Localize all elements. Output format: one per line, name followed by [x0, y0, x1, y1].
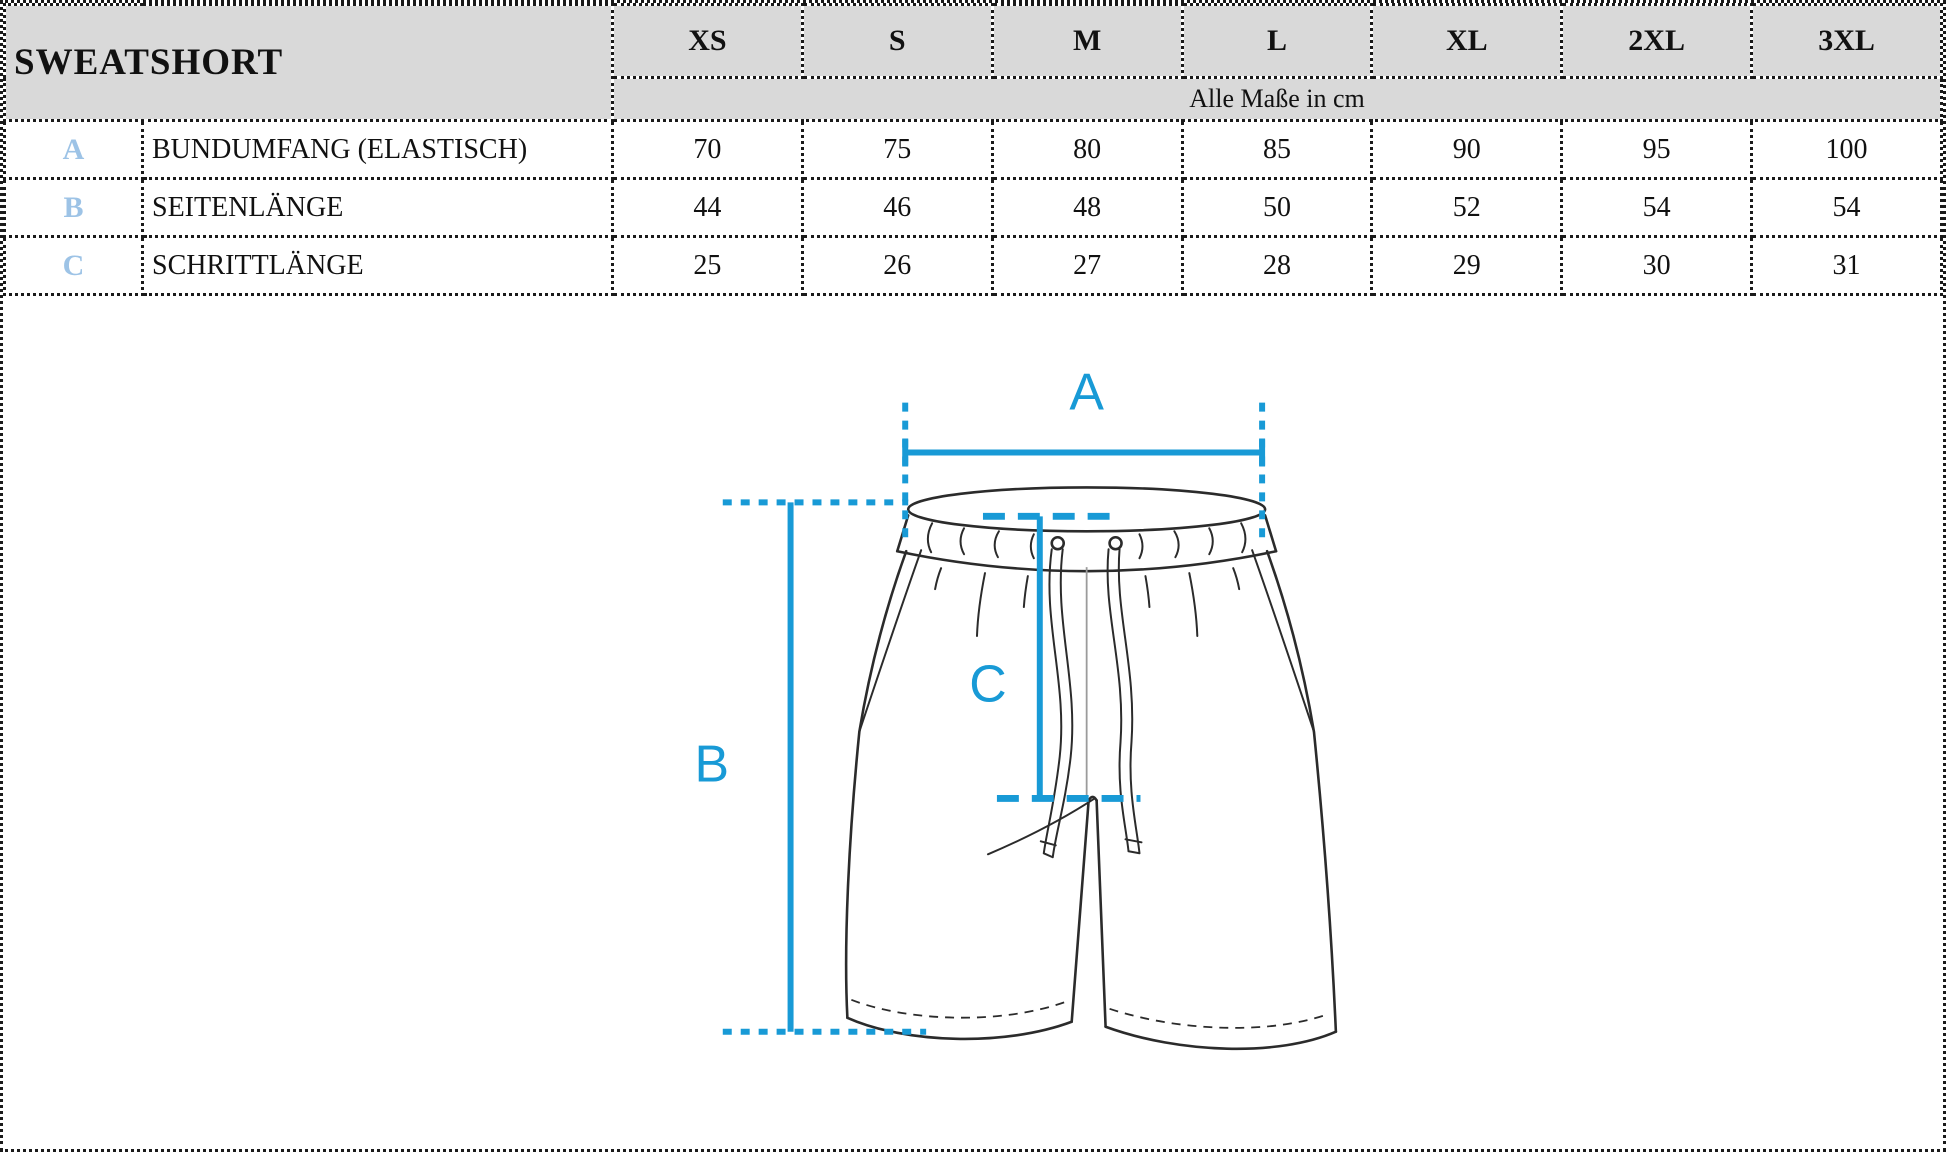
waistband-rim: [906, 486, 1267, 533]
table-row-b: B SEITENLÄNGE 44 46 48 50 52 54 54: [3, 177, 1943, 238]
crotch-wrinkle: [986, 797, 1096, 856]
crotch-point: [1087, 795, 1098, 802]
value-a-m: 80: [990, 119, 1184, 180]
size-header-2xl: 2XL: [1560, 3, 1754, 79]
value-b-xs: 44: [611, 177, 804, 238]
left-outer-seam: [844, 549, 908, 1020]
dimension-b: B: [695, 499, 927, 1035]
right-pocket-opening: [1251, 549, 1315, 733]
value-a-xl: 90: [1370, 119, 1564, 180]
value-a-2xl: 95: [1560, 119, 1754, 180]
eyelet-right: [1108, 535, 1123, 551]
value-c-xs: 25: [611, 235, 804, 296]
value-c-xl: 29: [1370, 235, 1564, 296]
value-b-s: 46: [800, 177, 994, 238]
table-row-a: A BUNDUMFANG (ELASTISCH) 70 75 80 85 90 …: [3, 119, 1943, 180]
row-label-b: SEITENLÄNGE: [141, 177, 614, 238]
drawstring-left: [1039, 548, 1074, 859]
left-hem-stitch: [851, 998, 1067, 1019]
value-a-xs: 70: [611, 119, 804, 180]
dimension-a: A: [902, 363, 1266, 544]
dim-label-b: B: [695, 734, 730, 792]
row-label-c: SCHRITTLÄNGE: [141, 235, 614, 296]
value-b-l: 50: [1180, 177, 1374, 238]
value-a-l: 85: [1180, 119, 1374, 180]
row-key-b: B: [3, 177, 144, 238]
row-label-a: BUNDUMFANG (ELASTISCH): [141, 119, 614, 180]
size-header-l: L: [1180, 3, 1374, 79]
size-header-s: S: [800, 3, 994, 79]
value-c-s: 26: [800, 235, 994, 296]
left-inseam: [1070, 799, 1090, 1024]
size-header-xs: XS: [611, 3, 804, 79]
value-c-3xl: 31: [1750, 235, 1943, 296]
value-a-3xl: 100: [1750, 119, 1943, 180]
shorts-outline: [844, 486, 1338, 1051]
table-row-unit: Alle Maße in cm: [5, 76, 1943, 122]
right-inseam: [1095, 799, 1107, 1029]
waistband-gathers: [926, 522, 1247, 560]
shorts-sketch-svg: A B C: [695, 363, 1338, 1051]
fabric-wrinkles: [934, 567, 1241, 637]
dim-label-a: A: [1069, 363, 1104, 421]
table-row-c: C SCHRITTLÄNGE 25 26 27 28 29 30 31: [3, 235, 1943, 296]
dim-label-c: C: [969, 655, 1006, 713]
value-b-m: 48: [990, 177, 1184, 238]
value-c-l: 28: [1180, 235, 1374, 296]
right-outer-seam: [1265, 549, 1338, 1034]
value-b-2xl: 54: [1560, 177, 1754, 238]
value-c-m: 27: [990, 235, 1184, 296]
right-hem-stitch: [1109, 1007, 1330, 1029]
row-key-c: C: [3, 235, 144, 296]
product-title: SWEATSHORT: [3, 3, 614, 122]
size-table: SWEATSHORT XS S M L XL 2XL 3XL Alle Maße…: [3, 3, 1943, 296]
row-key-a: A: [3, 119, 144, 180]
size-header-3xl: 3XL: [1750, 3, 1943, 79]
eyelet-left: [1050, 535, 1066, 551]
value-c-2xl: 30: [1560, 235, 1754, 296]
right-hem: [1104, 1025, 1338, 1051]
dimension-c: C: [969, 512, 1141, 802]
unit-note: Alle Maße in cm: [611, 76, 1943, 122]
left-pocket-opening: [858, 549, 923, 733]
left-hem: [846, 1016, 1073, 1041]
value-b-3xl: 54: [1750, 177, 1943, 238]
drawstring-right: [1106, 548, 1143, 855]
size-header-m: M: [990, 3, 1184, 79]
size-header-xl: XL: [1370, 3, 1564, 79]
table-row-sizes: SWEATSHORT XS S M L XL 2XL 3XL: [3, 3, 1943, 122]
shorts-measurement-diagram: A B C: [3, 296, 1943, 1149]
value-b-xl: 52: [1370, 177, 1564, 238]
value-a-s: 75: [800, 119, 994, 180]
waistband-right-edge: [1263, 514, 1278, 553]
dim-a-line: [902, 439, 1266, 467]
